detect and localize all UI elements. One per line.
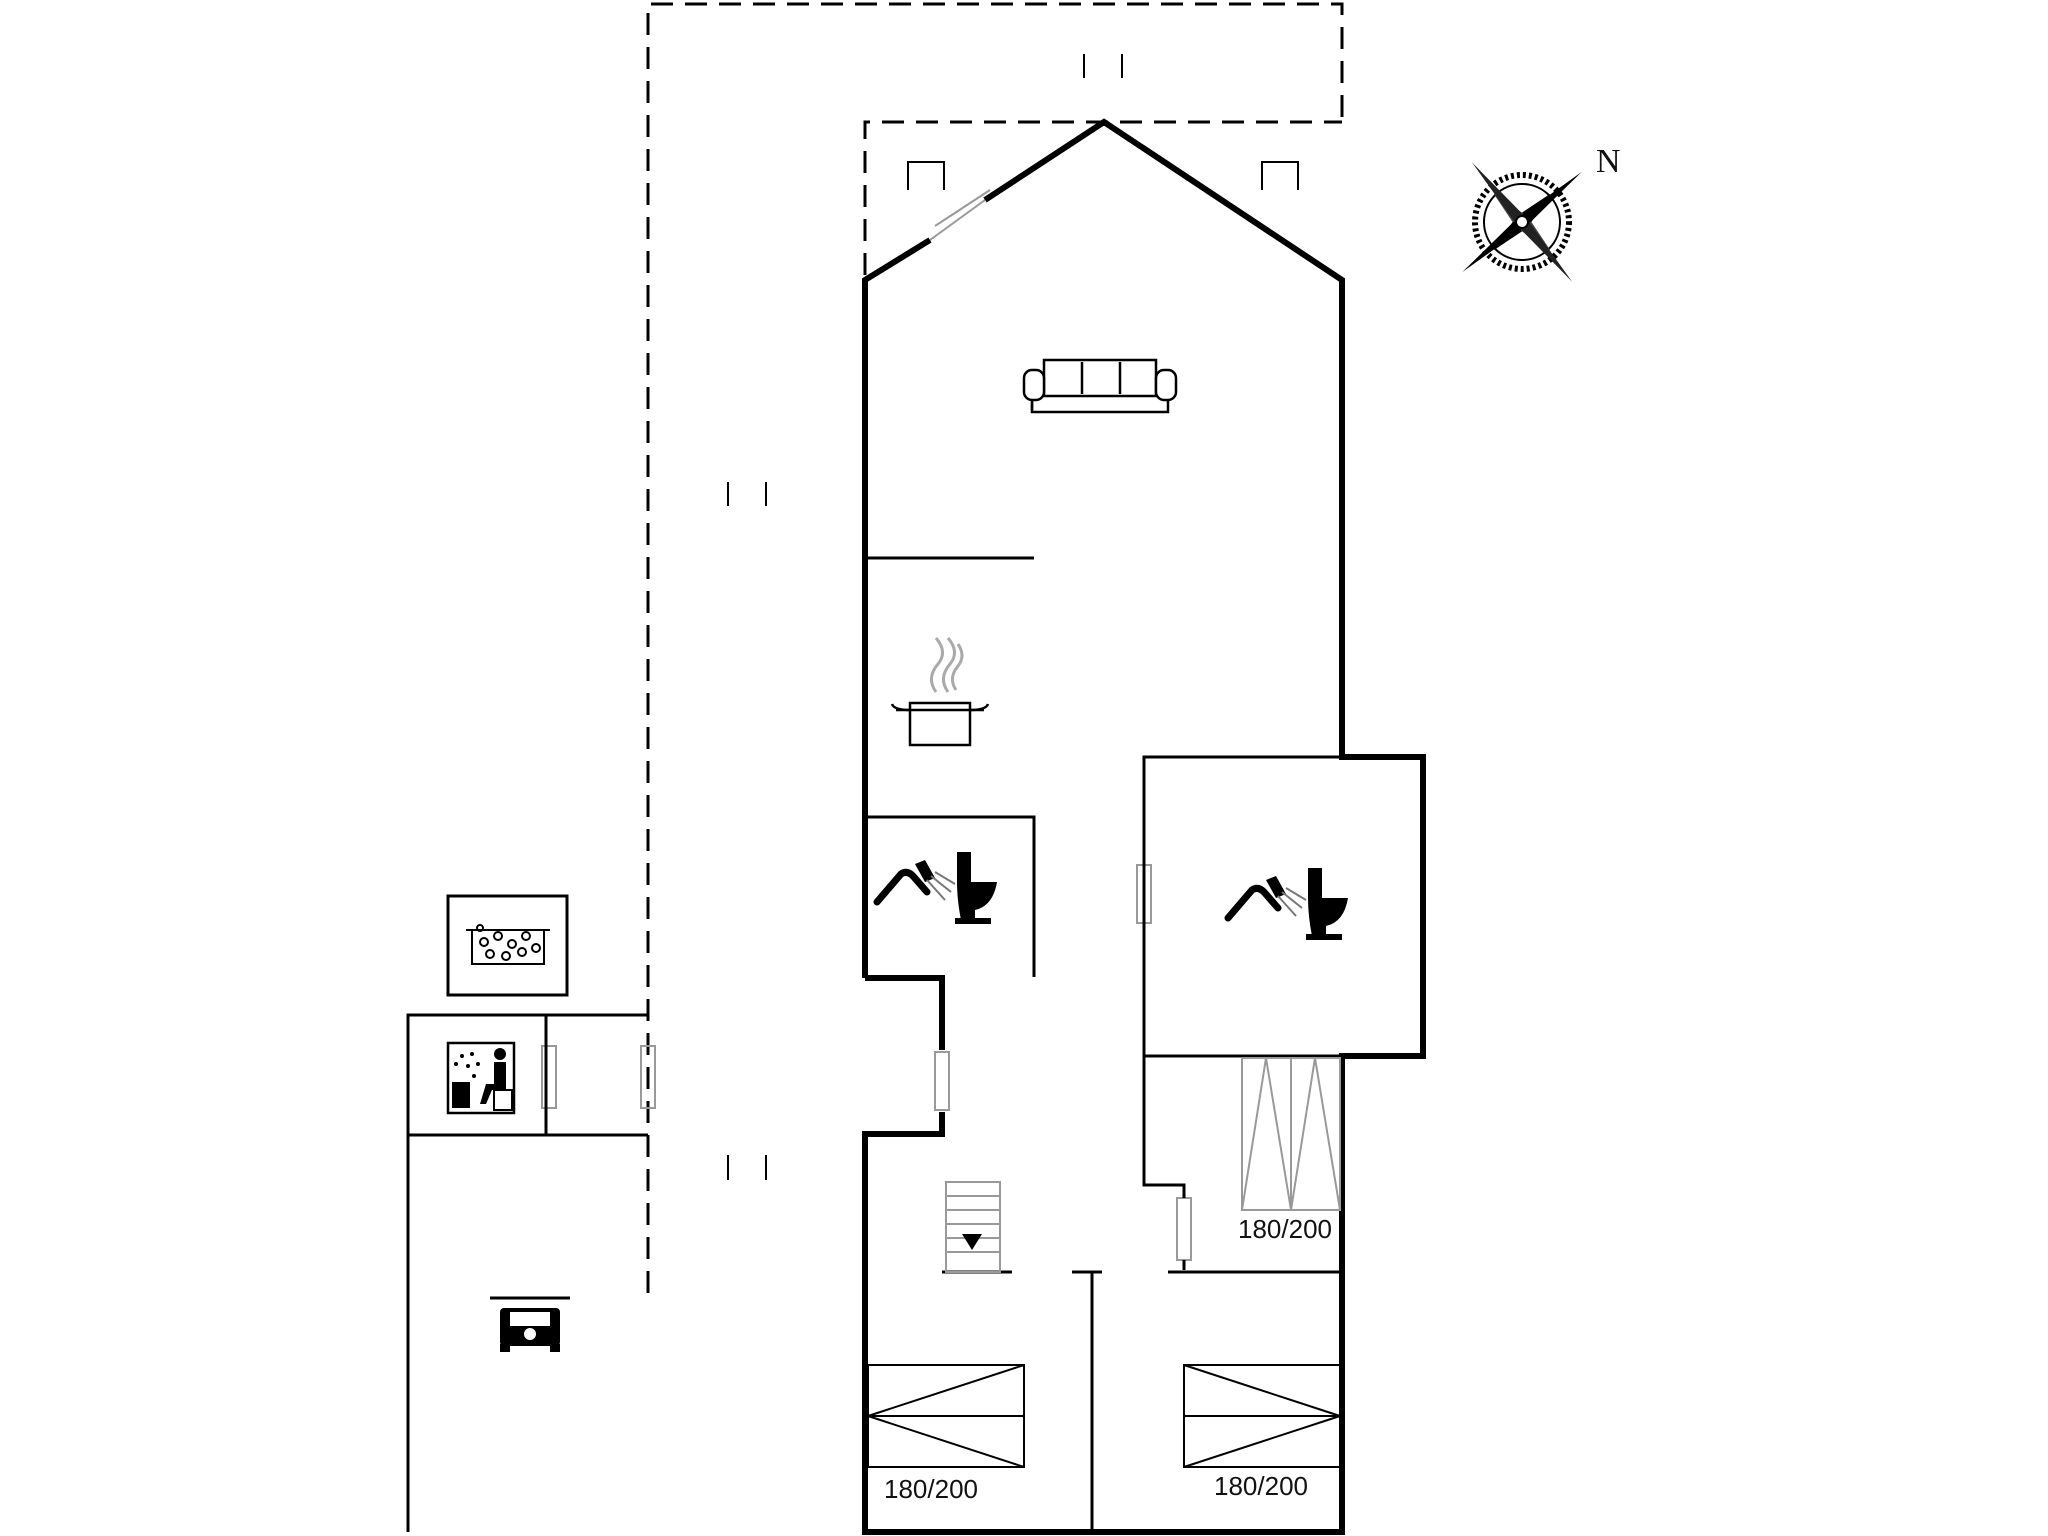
shower-toilet-icon [873,852,997,924]
terrace-markers [727,54,1299,1180]
terrace-outline [646,2,1344,1293]
car-icon [490,1296,570,1352]
bed-size-label: 180/200 [1214,1471,1308,1501]
shower-toilet-icon [1224,868,1348,940]
stairs-down-icon [945,1181,1001,1273]
bed-size-label: 180/200 [1238,1214,1332,1244]
hot-tub-icon [466,924,550,965]
bed-lower-right [1183,1364,1341,1468]
bed-lower-left [867,1364,1025,1468]
sofa-icon [1022,358,1178,414]
bed-size-label: 180/200 [884,1474,978,1504]
interior-walls [865,556,1342,1532]
compass-rose-icon [1462,162,1582,282]
hot-tub-box [446,894,569,997]
bed-upper-right [1241,1057,1341,1211]
annex-walls [406,894,648,1532]
cooking-pot-icon [890,637,990,747]
compass-north-label: N [1596,143,1621,180]
exterior-walls [862,118,1426,1535]
sauna-icon [446,1041,516,1115]
